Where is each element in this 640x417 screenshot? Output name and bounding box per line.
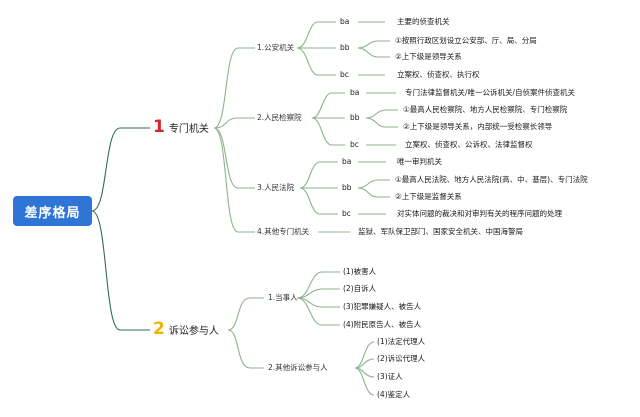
root-label: 差序格局 [24, 205, 81, 221]
node-other-participants: 2.其他诉讼参与人 [268, 363, 328, 372]
leaf-text: (3)证人 [377, 372, 403, 381]
tag-ba: ba [350, 88, 360, 97]
tag-ba: ba [340, 17, 350, 26]
leaf-text: 立案权、侦查权、执行权 [397, 70, 480, 79]
tag-bc: bc [350, 140, 359, 149]
tag-bb: bb [342, 183, 352, 192]
leaf-text: ②上下级是领导关系，内部统一受检察长领导 [403, 122, 553, 131]
category-node-2: 2 诉讼参与人 [153, 320, 219, 338]
leaf-text: (1)法定代理人 [377, 337, 426, 346]
leaf-text: 对实体问题的裁决和对审判有关的程序问题的处理 [397, 209, 562, 218]
node-procuratorate: 2.人民检察院 [257, 113, 302, 122]
leaf-text: (1)被害人 [343, 267, 377, 276]
leaf-text: ②上下级是领导关系 [395, 52, 462, 61]
leaf-text: ①最高人民检察院、地方人民检察院、专门检察院 [403, 105, 568, 114]
leaf-text: ①最高人民法院、地方人民法院(高、中、基层)、专门法院 [395, 175, 588, 184]
root-node: 差序格局 [13, 196, 92, 226]
leaf-text: ①按照行政区划设立公安部、厅、局、分局 [395, 36, 537, 45]
node-court: 3.人民法院 [257, 183, 295, 192]
category-number-1: 1 [153, 117, 165, 137]
leaf-text: ②上下级是监督关系 [395, 192, 462, 201]
node-other-organs: 4.其他专门机关 [257, 227, 310, 236]
tag-bb: bb [350, 113, 360, 122]
tag-ba: ba [342, 157, 352, 166]
category-label-2: 诉讼参与人 [168, 325, 219, 337]
category-node-1: 1 专门机关 [153, 118, 209, 136]
leaf-text: (4)附民原告人、被告人 [343, 320, 422, 329]
category-label-1: 专门机关 [168, 123, 209, 135]
leaf-text: 专门法律监督机关/唯一公诉机关/自侦案件侦查机关 [405, 88, 576, 97]
category-number-2: 2 [153, 319, 165, 339]
node-public-security: 1.公安机关 [257, 43, 295, 52]
leaf-text: 主要的侦查机关 [397, 17, 450, 26]
tag-bb: bb [340, 43, 350, 52]
node-parties: 1.当事人 [268, 293, 298, 302]
tag-bc: bc [342, 209, 351, 218]
leaf-text: 立案权、侦查权、公诉权、法律监督权 [405, 140, 533, 149]
leaf-text: 监狱、军队保卫部门、国家安全机关、中国海警局 [358, 227, 523, 236]
leaf-text: (2)自诉人 [343, 284, 377, 293]
leaf-text: (4)鉴定人 [377, 390, 411, 399]
leaf-text: 唯一审判机关 [397, 157, 442, 166]
leaf-text: (2)诉讼代理人 [377, 354, 426, 363]
leaf-text: (3)犯罪嫌疑人、被告人 [343, 302, 422, 311]
tag-bc: bc [340, 70, 349, 79]
